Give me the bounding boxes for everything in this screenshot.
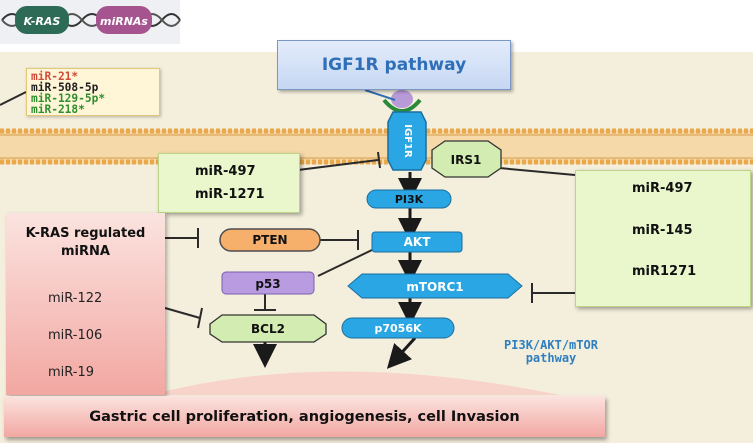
list-item: miR-19 — [48, 365, 95, 380]
receptor-cup-icon — [382, 98, 422, 113]
mtorc1-label: mTORC1 — [406, 280, 463, 294]
mirna-item: miR-497 — [195, 164, 256, 179]
pten-node — [219, 228, 321, 252]
bcl2-node — [209, 314, 327, 343]
pi3k-label: PI3K — [395, 193, 424, 206]
logo-kras-text: K-RAS — [24, 15, 61, 28]
p53-label: p53 — [255, 277, 280, 291]
outcome-bar: Gastric cell proliferation, angiogenesis… — [4, 396, 605, 437]
akt-node — [371, 231, 463, 253]
pathway-label-line2: pathway — [525, 351, 577, 365]
activation-arrows — [253, 89, 422, 369]
list-item: miR-106 — [48, 328, 103, 343]
mirna-item: miR-145 — [632, 223, 693, 238]
right-mirna-box: miR-497 miR-145 miR1271 — [575, 170, 751, 307]
mtorc1-node — [347, 273, 523, 299]
pathway-label-line1: PI3K/AKT/mTOR — [504, 338, 598, 352]
p7056k-node — [341, 317, 455, 339]
igf1r-label: IGF1R — [402, 124, 413, 158]
bcl2-label: BCL2 — [251, 322, 285, 336]
p7056k-label: p7056K — [374, 322, 421, 335]
membrane-mirna-list: miR-21* miR-508-5p miR-129-5p* miR-218* — [26, 68, 160, 116]
pten-label: PTEN — [252, 233, 287, 247]
mirna-item: miR-21* — [31, 70, 79, 83]
mirna-item: miR-129-5p* — [31, 92, 106, 105]
mirna-item: miR-508-5p — [31, 81, 99, 94]
mirna-item: miR-497 — [632, 181, 693, 196]
irs1-label: IRS1 — [451, 153, 482, 167]
list-item: miR-122 — [48, 291, 103, 306]
igf1r-receptor — [387, 111, 427, 171]
mirnas-logo-oval — [96, 6, 152, 34]
pathway-label: PI3K/AKT/mTOR pathway — [492, 339, 610, 365]
mirna-item: miR1271 — [632, 264, 697, 279]
kras-box-title: K-RAS regulated miRNA — [6, 225, 165, 261]
mirna-item: miR-1271 — [195, 187, 265, 202]
nucleus-shape — [150, 371, 560, 395]
kras-logo-oval — [15, 6, 69, 34]
kras-mirna-box: K-RAS regulated miRNA miR-122 miR-106 mi… — [6, 213, 165, 395]
ligand-icon — [391, 90, 413, 108]
irs1-node — [431, 140, 502, 178]
mirna-item: miR-218* — [31, 103, 85, 116]
cell-membrane — [0, 128, 753, 165]
p53-node — [221, 271, 315, 295]
akt-label: AKT — [404, 235, 432, 249]
left-mirna-box: miR-497 miR-1271 — [158, 153, 300, 213]
pi3k-node — [366, 189, 452, 209]
logo-mirnas-text: miRNAs — [100, 15, 148, 28]
kras-box-title-line2: miRNA — [61, 244, 110, 259]
page-title: IGF1R pathway — [277, 40, 511, 90]
kras-box-title-line1: K-RAS regulated — [25, 226, 146, 241]
